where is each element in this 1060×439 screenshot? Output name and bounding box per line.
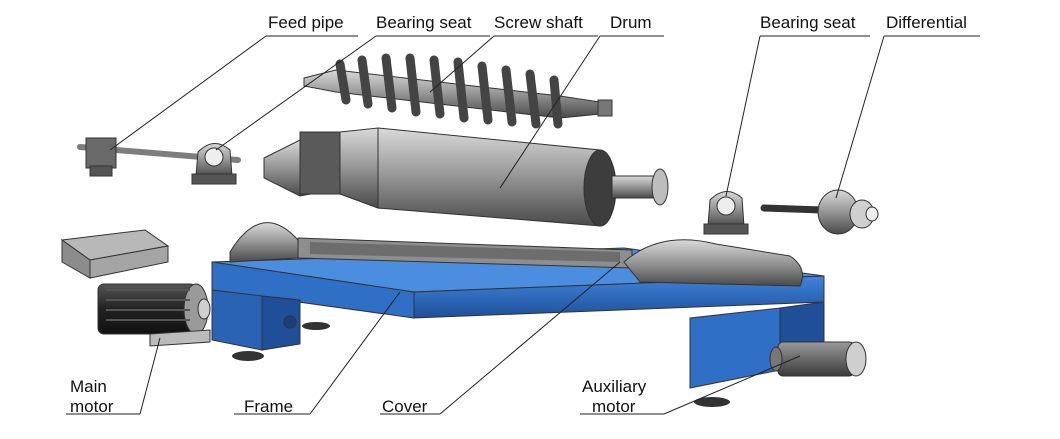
label-main-motor-line2: motor <box>70 397 114 416</box>
label-feed-pipe: Feed pipe <box>268 13 344 32</box>
cover-assembly <box>229 222 803 287</box>
drum-graphic <box>263 127 669 227</box>
screw-shaft-graphic <box>303 53 613 129</box>
leader-lines <box>66 35 980 415</box>
label-drum: Drum <box>610 13 652 32</box>
label-screw-shaft: Screw shaft <box>494 13 583 32</box>
labels: Feed pipe Bearing seat Screw shaft Drum … <box>70 13 967 416</box>
bearing-seat-right-graphic <box>703 191 749 235</box>
label-differential: Differential <box>886 13 967 32</box>
differential-graphic <box>760 189 879 235</box>
bearing-seat-left-graphic <box>191 143 237 185</box>
label-aux-motor-line1: Auxiliary <box>582 377 647 396</box>
main-motor-graphic <box>97 283 211 347</box>
label-cover: Cover <box>382 397 428 416</box>
auxiliary-motor-graphic <box>769 341 867 377</box>
frame-body <box>211 247 825 389</box>
label-main-motor-line1: Main <box>70 377 107 396</box>
label-frame: Frame <box>244 397 293 416</box>
label-bearing-seat-left: Bearing seat <box>376 13 472 32</box>
label-bearing-seat-right: Bearing seat <box>760 13 856 32</box>
label-aux-motor-line2: motor <box>592 397 636 416</box>
protective-hood <box>60 229 170 279</box>
